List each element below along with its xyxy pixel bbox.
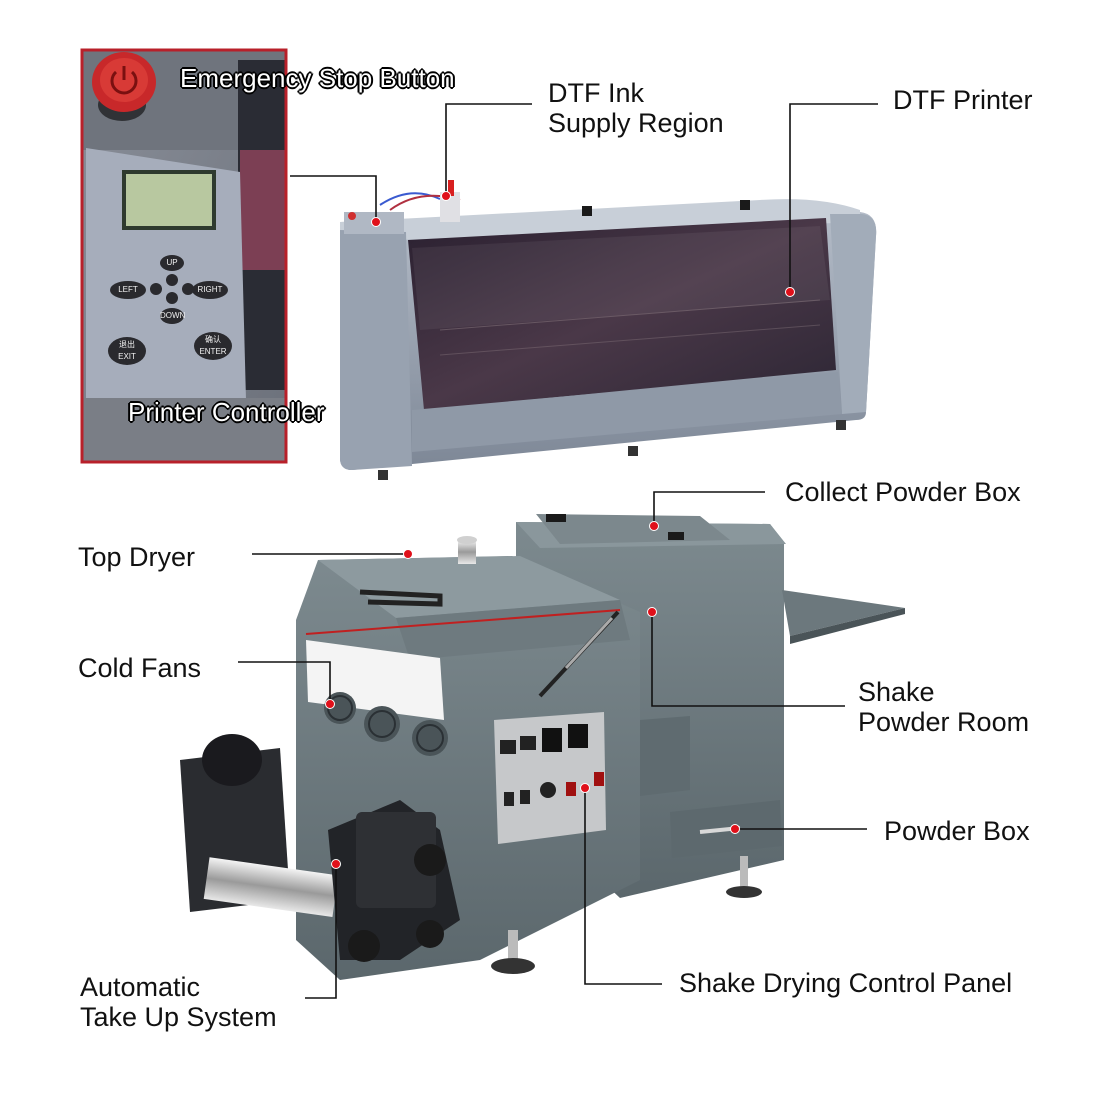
- shake-drying-control-panel-illustration: [494, 712, 606, 844]
- key-enter-label: ENTER: [199, 347, 227, 356]
- label-shake-drying-control-panel: Shake Drying Control Panel: [679, 968, 1013, 998]
- label-take-up-line1: Automatic: [80, 972, 201, 1002]
- label-dtf-ink-supply-region: DTF Ink Supply Region: [548, 78, 724, 138]
- label-dtf-ink-line1: DTF Ink: [548, 78, 645, 108]
- label-printer-controller-line1: Printer: [128, 397, 205, 427]
- label-dtf-ink-line2: Supply Region: [548, 108, 724, 138]
- key-enter-cn-label: 确认: [205, 335, 221, 344]
- label-printer-controller-line2: Controller: [211, 397, 325, 427]
- label-top-dryer: Top Dryer: [78, 542, 196, 572]
- callout-dots: [325, 191, 795, 869]
- controller-inset: [80, 48, 288, 464]
- key-down-label: DOWN: [160, 311, 186, 320]
- label-emergency-stop-button: Emergency Stop Button: [180, 63, 455, 93]
- take-up-system-illustration: [180, 734, 460, 962]
- label-shake-powder-line2: Powder Room: [858, 707, 1030, 737]
- label-printer-controller: Printer Controller: [128, 397, 325, 427]
- label-shake-powder-line1: Shake: [858, 677, 935, 707]
- label-take-up-line2: Take Up System: [80, 1002, 277, 1032]
- callout-lines: [238, 103, 878, 999]
- dtf-printer-illustration: [340, 180, 877, 480]
- label-powder-box: Powder Box: [884, 816, 1030, 846]
- key-left-label: LEFT: [118, 285, 138, 294]
- label-collect-powder-box: Collect Powder Box: [785, 477, 1021, 507]
- controller-keypad: [108, 255, 232, 365]
- key-right-label: RIGHT: [197, 285, 223, 294]
- label-shake-powder-room: Shake Powder Room: [858, 677, 1029, 737]
- emergency-stop-icon: [92, 52, 156, 121]
- cold-fan-icons: [324, 692, 448, 756]
- shaker-dryer-illustration: [180, 514, 905, 980]
- key-up-label: UP: [166, 258, 178, 267]
- label-cold-fans: Cold Fans: [78, 653, 202, 683]
- label-automatic-take-up-system: Automatic Take Up System: [80, 972, 277, 1032]
- label-emergency-stop-line1: Emergency: [180, 63, 312, 93]
- key-exit-label: EXIT: [118, 352, 136, 361]
- label-dtf-printer: DTF Printer: [893, 85, 1033, 115]
- label-emergency-stop-line2: Stop Button: [318, 63, 455, 93]
- key-exit-cn-label: 退出: [119, 340, 135, 349]
